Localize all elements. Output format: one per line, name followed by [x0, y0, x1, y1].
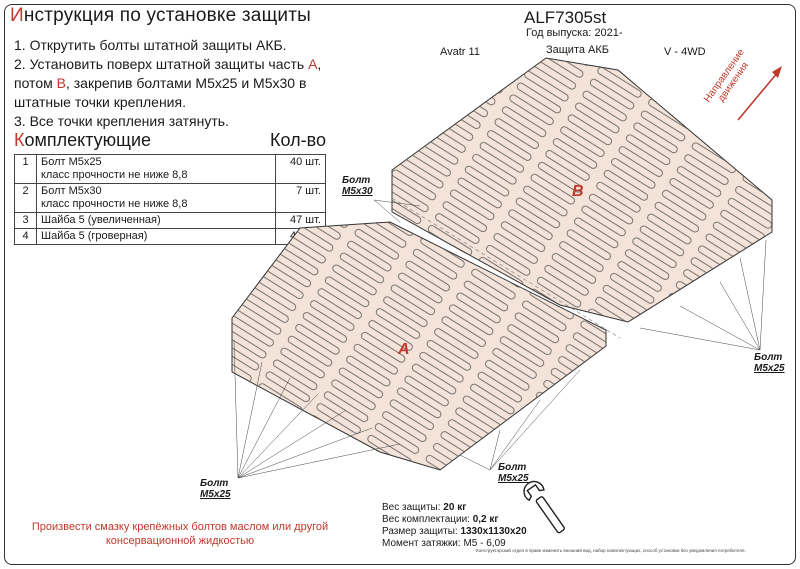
disclaimer: Конструкторский отдел в праве изменить в…	[476, 548, 746, 553]
spec-kit-weight: Вес комплектации: 0,2 кг	[382, 514, 527, 526]
row-name: Шайба 5 (увеличенная)	[36, 212, 276, 229]
step-2-text-d: , закрепив болтами М5х25 и М5х30 в	[65, 75, 307, 91]
lubrication-note: Произвести смазку крепёжных болтов масло…	[31, 521, 329, 547]
part-a-label: A	[398, 341, 410, 358]
spec-weight: Вес защиты: 20 кг	[382, 502, 527, 514]
bolt-word: Болт	[754, 352, 783, 363]
title-first-letter: И	[10, 5, 24, 26]
product-drive: V - 4WD	[664, 46, 706, 58]
row-name: Шайба 5 (гроверная)	[36, 228, 276, 245]
spec-value: М5 - 6,09	[463, 538, 506, 549]
spec-torque: Момент затяжки: М5 - 6,09	[382, 538, 527, 550]
row-name-main: Болт М5х30	[41, 185, 102, 197]
product-model: Avatr 11	[440, 46, 480, 58]
step-2-text-a: 2. Установить поверх штатной защиты част…	[14, 56, 309, 72]
step-2-cont: потом B, закрепив болтами М5х25 и М5х30 …	[14, 74, 344, 93]
bolt-word: Болт	[342, 175, 371, 186]
bolt-size: М5х25	[498, 473, 529, 484]
leader-lines-a2	[459, 369, 581, 471]
plate-a	[231, 221, 607, 471]
row-name-sub: класс прочности не ниже 8,8	[41, 169, 188, 181]
step-2: 2. Установить поверх штатной защиты част…	[14, 55, 344, 74]
leader-lines-b30	[373, 199, 421, 223]
step-3: 3. Все точки крепления затянуть.	[14, 113, 229, 129]
row-name-main: Болт М5х25	[41, 156, 102, 168]
alignment-line	[391, 197, 621, 339]
product-year: Год выпуска: 2021-	[526, 27, 623, 39]
leader-lines-a	[233, 339, 401, 479]
step-1: 1. Открутить болты штатной защиты АКБ.	[14, 37, 287, 53]
components-heading-rest: омплектующие	[24, 130, 152, 150]
bolt-word: Болт	[200, 478, 229, 489]
spec-label: Размер защиты:	[382, 526, 461, 537]
components-heading: Комплектующие Кол-во	[14, 130, 326, 151]
spec-value: 0,2 кг	[472, 514, 499, 525]
spec-value: 1330х1130х20	[460, 526, 527, 537]
step-2-text-c: потом	[14, 75, 57, 91]
bolt-size: М5х30	[342, 186, 373, 197]
bolt-word: Болт	[498, 462, 527, 473]
instruction-sheet	[4, 4, 796, 565]
direction-arrow	[737, 71, 779, 121]
qty-heading: Кол-во	[270, 130, 326, 150]
title-rest: нструкция по установке защиты	[23, 5, 311, 26]
step-2-text-b: ,	[317, 56, 322, 72]
step-2-end: штатные точки крепления.	[14, 94, 186, 110]
components-heading-first: К	[14, 130, 25, 150]
page-title: Инструкция по установке защиты	[10, 5, 311, 27]
part-b-label: B	[572, 183, 584, 200]
bolt-size: М5х25	[754, 363, 785, 374]
direction-arrow-head	[772, 66, 782, 78]
spec-value: 20 кг	[443, 502, 467, 513]
spec-label: Вес комплектации:	[382, 514, 473, 525]
leader-lines-b	[639, 239, 767, 351]
bolt-size: М5х25	[200, 489, 231, 500]
instruction-steps: 1. Открутить болты штатной защиты АКБ. 2…	[14, 36, 344, 131]
spec-size: Размер защиты: 1330х1130х20	[382, 526, 527, 538]
spec-label: Вес защиты:	[382, 502, 444, 513]
wrench-icon	[523, 480, 565, 534]
row-qty: 47 шт.	[275, 212, 326, 229]
row-qty: 40 шт.	[275, 154, 326, 184]
product-code: ALF7305st	[524, 8, 607, 27]
specifications: Вес защиты: 20 кг Вес комплектации: 0,2 …	[382, 502, 527, 550]
spec-label: Момент затяжки:	[382, 538, 464, 549]
plate-b	[391, 57, 773, 323]
product-kind: Защита АКБ	[546, 44, 610, 56]
part-a-ref: A	[308, 56, 318, 72]
table-row: 3 Шайба 5 (увеличенная) 47 шт.	[14, 212, 326, 229]
part-b-ref: B	[56, 75, 66, 91]
row-name-sub: класс прочности не ниже 8,8	[41, 198, 188, 210]
